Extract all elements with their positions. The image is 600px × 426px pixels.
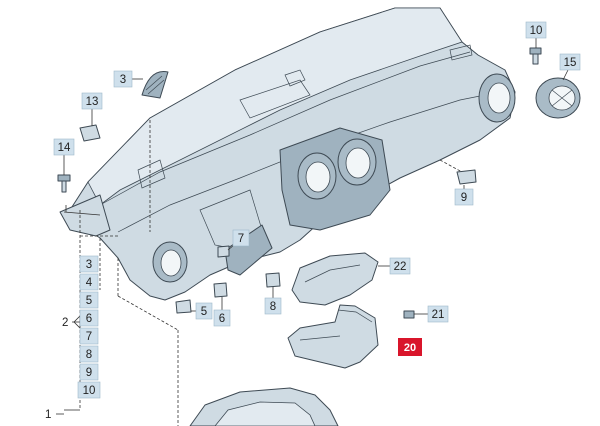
callout-8-text: 8 [270, 301, 276, 313]
clip-part-13 [79, 124, 101, 142]
callout-5-text: 5 [201, 306, 207, 318]
callout-15: 15 [559, 53, 581, 71]
group-item-6: 6 [86, 313, 92, 325]
callout-22: 22 [389, 257, 411, 275]
callout-2: 2 [62, 317, 68, 329]
callout-15-text: 15 [564, 57, 577, 69]
callout-5-mid: 5 [195, 302, 213, 320]
callout-20-highlight: 20 [398, 338, 422, 356]
callout-21: 21 [427, 305, 449, 323]
callout-6-mid: 6 [213, 309, 231, 327]
group-item-7: 7 [86, 331, 92, 343]
screw-part-14 [57, 174, 71, 193]
lower-panel-part-1 [189, 387, 339, 426]
group-item-8: 8 [86, 349, 92, 361]
clip-part-5 [175, 299, 192, 314]
callout-14-text: 14 [58, 142, 71, 154]
callout-1: 1 [45, 409, 51, 421]
group-item-3: 3 [86, 259, 92, 271]
dashboard-panel [59, 7, 516, 301]
clip-part-8 [265, 272, 281, 288]
clip-part-7 [217, 245, 230, 258]
callout-8-mid: 8 [264, 297, 282, 315]
trim-panel-part-22 [291, 252, 379, 306]
callout-7-mid-text: 7 [238, 233, 244, 245]
callout-13: 13 [81, 92, 103, 110]
callout-9-text: 9 [461, 192, 467, 204]
callout-6-text: 6 [219, 313, 225, 325]
air-vent-part-15 [535, 77, 581, 119]
screw-part-21 [403, 310, 415, 319]
callout-14: 14 [53, 138, 75, 156]
callout-3: 3 [113, 70, 133, 88]
callout-2-text: 2 [62, 317, 68, 329]
callout-1-text: 1 [45, 409, 51, 421]
vent-grille-part-3 [141, 70, 169, 99]
bracket-part-9 [456, 169, 477, 185]
callout-10-top: 10 [525, 21, 547, 39]
callout-22-text: 22 [394, 261, 407, 273]
steering-column-trim-part-20 [287, 304, 379, 369]
callout-21-text: 21 [432, 309, 445, 321]
callout-9-right: 9 [454, 188, 474, 206]
group-item-10: 10 [83, 385, 96, 397]
group-item-5: 5 [86, 295, 92, 307]
callout-10-text: 10 [530, 25, 543, 37]
callout-20-text: 20 [404, 342, 416, 354]
highlight-badge [398, 338, 422, 356]
screw-part-10 [529, 47, 542, 65]
group-item-9: 9 [86, 367, 92, 379]
group-list: 3 4 5 6 7 8 9 10 [77, 255, 101, 399]
callout-7-mid: 7 [232, 229, 250, 247]
group-item-4: 4 [86, 277, 93, 289]
callout-3-text: 3 [120, 74, 126, 86]
callout-13-text: 13 [86, 96, 99, 108]
clip-part-6 [213, 282, 228, 298]
